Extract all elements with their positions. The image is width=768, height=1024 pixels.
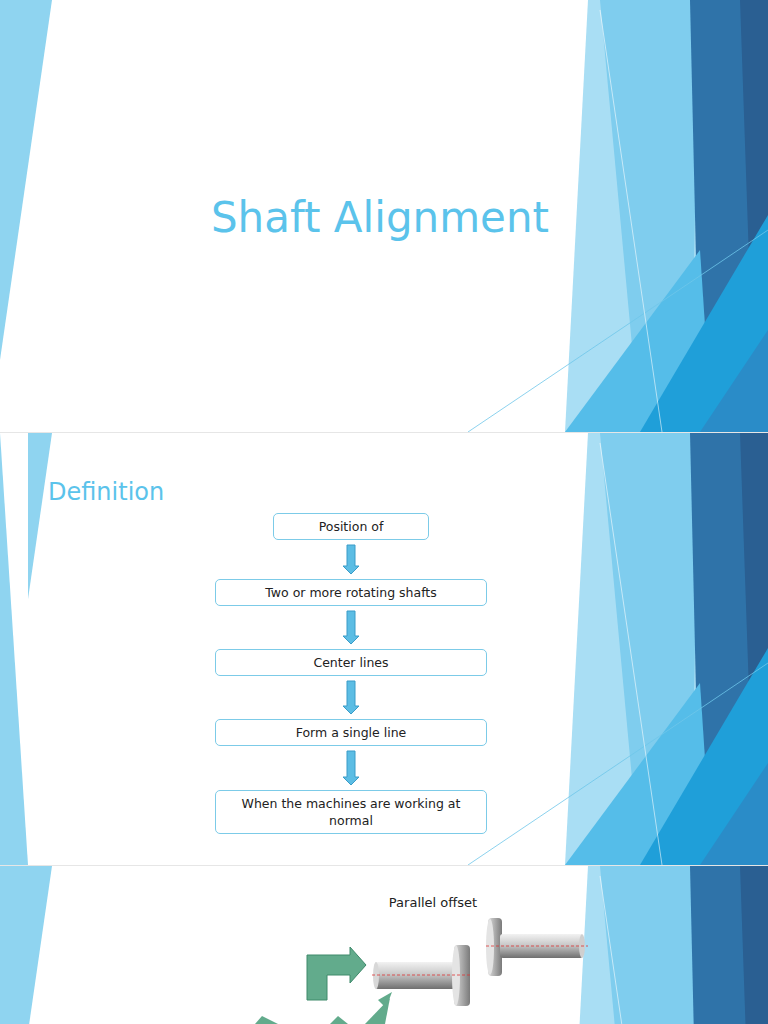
flow-arrow [343, 611, 359, 644]
flow-arrow [343, 681, 359, 714]
box-text: Position of [282, 518, 420, 535]
box-text: Center lines [224, 654, 478, 671]
box-text: Form a single line [224, 724, 478, 741]
box-text: When the machines are working at normal [224, 795, 478, 829]
process-box: Position of [273, 513, 429, 540]
flow-arrow [343, 545, 359, 574]
process-box: When the machines are working at normal [215, 790, 487, 834]
process-box: Form a single line [215, 719, 487, 746]
arrow-shape [343, 751, 359, 785]
arrow-shape [343, 611, 359, 644]
slide-title: Shaft Alignment [150, 192, 610, 244]
figure-label: Parallel offset [360, 894, 506, 912]
section-heading: Definition [48, 476, 164, 508]
process-box: Center lines [215, 649, 487, 676]
process-box: Two or more rotating shafts [215, 579, 487, 606]
arrow-shape [343, 681, 359, 714]
arrow-shape [343, 545, 359, 574]
flow-arrow [343, 751, 359, 785]
box-text: Two or more rotating shafts [224, 584, 478, 601]
